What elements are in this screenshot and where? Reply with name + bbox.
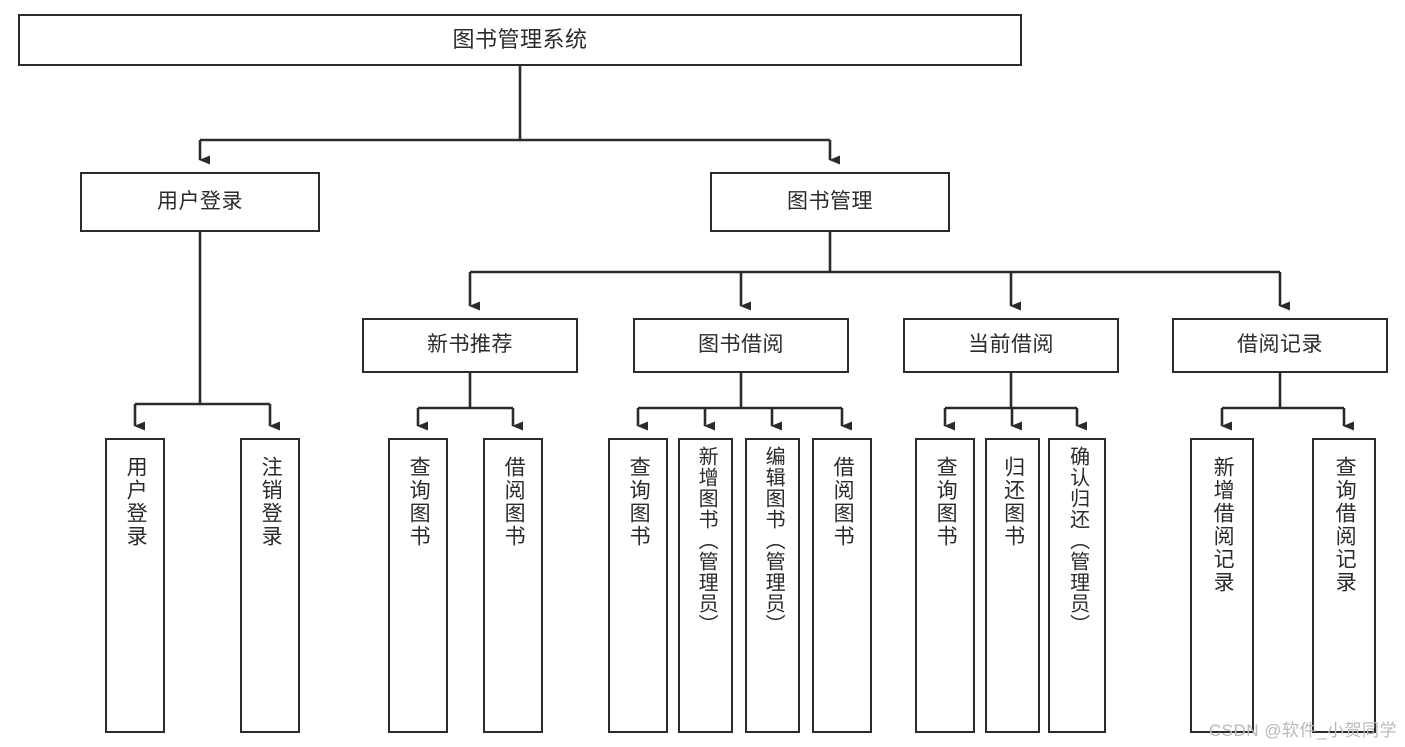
leaf-borrow-book[interactable]: 借阅图书	[812, 438, 872, 733]
leaf-query-book-borrow[interactable]: 查询图书	[608, 438, 668, 733]
node-label: 新增借阅记录	[1211, 456, 1235, 594]
leaf-add-borrow-record[interactable]: 新增借阅记录	[1190, 438, 1254, 733]
leaf-query-book-current[interactable]: 查询图书	[915, 438, 975, 733]
node-label: 归还图书	[1001, 456, 1025, 548]
node-label: 查询借阅记录	[1333, 456, 1357, 594]
node-label: 借阅图书	[502, 456, 526, 548]
leaf-confirm-return-admin[interactable]: 确认归还（管理员）	[1048, 438, 1106, 733]
node-book-management[interactable]: 图书管理	[710, 172, 950, 232]
leaf-add-book-admin[interactable]: 新增图书（管理员）	[678, 438, 733, 733]
leaf-logout[interactable]: 注销登录	[240, 438, 300, 733]
node-label: 确认归还（管理员）	[1066, 446, 1089, 635]
node-label: 图书管理	[787, 189, 873, 213]
node-current-borrow[interactable]: 当前借阅	[903, 318, 1119, 373]
node-book-borrow[interactable]: 图书借阅	[633, 318, 849, 373]
node-borrow-records[interactable]: 借阅记录	[1172, 318, 1388, 373]
leaf-edit-book-admin[interactable]: 编辑图书（管理员）	[745, 438, 800, 733]
node-label: 查询图书	[627, 456, 651, 548]
leaf-query-book-recommendation[interactable]: 查询图书	[388, 438, 448, 733]
node-label: 用户登录	[157, 189, 243, 213]
leaf-user-login[interactable]: 用户登录	[105, 438, 165, 733]
node-label: 借阅记录	[1237, 333, 1323, 357]
node-user-login[interactable]: 用户登录	[80, 172, 320, 232]
node-label: 借阅图书	[831, 456, 855, 548]
node-label: 查询图书	[407, 456, 431, 548]
node-label: 用户登录	[124, 456, 148, 548]
node-label: 编辑图书（管理员）	[762, 446, 785, 635]
node-label: 图书借阅	[698, 333, 784, 357]
leaf-query-borrow-record[interactable]: 查询借阅记录	[1312, 438, 1376, 733]
node-label: 当前借阅	[968, 333, 1054, 357]
node-label: 查询图书	[934, 456, 958, 548]
csdn-watermark: CSDN @软件_小贺同学	[1208, 721, 1397, 740]
leaf-borrow-book-recommendation[interactable]: 借阅图书	[483, 438, 543, 733]
node-root-system[interactable]: 图书管理系统	[18, 14, 1022, 66]
node-label: 注销登录	[259, 456, 283, 548]
leaf-return-book[interactable]: 归还图书	[985, 438, 1040, 733]
node-new-book-recommendation[interactable]: 新书推荐	[362, 318, 578, 373]
node-label: 新增图书（管理员）	[695, 446, 718, 635]
node-label: 新书推荐	[427, 333, 513, 357]
node-label: 图书管理系统	[452, 27, 588, 53]
